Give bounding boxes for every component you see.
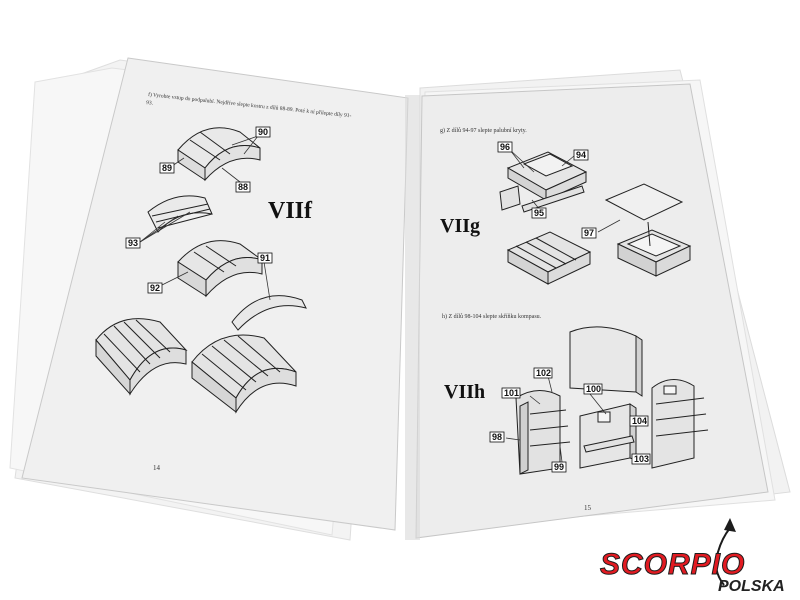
right-instruction-h: h) Z dílů 98-104 slepte skříňku kompasu.: [442, 313, 542, 320]
watermark-sub: POLSKA: [718, 578, 785, 595]
drawing-frame-88-89: [177, 127, 261, 182]
leader-lines-left: [139, 135, 271, 301]
label-88: 88: [238, 182, 248, 192]
drawing-hatch-right: [191, 334, 297, 414]
leader-lines-right: [505, 149, 635, 463]
label-96: 96: [500, 142, 510, 152]
label-94: 94: [576, 150, 586, 160]
right-instruction-g: g) Z dílů 94-97 slepte palubní kryty.: [440, 127, 527, 134]
drawing-hatch-left: [95, 318, 188, 396]
label-99: 99: [554, 462, 564, 472]
left-instruction-line2: 93.: [146, 100, 154, 107]
watermark-brand: SCORPIO: [599, 548, 746, 582]
left-part-labels: 90 89 88 93 91 92: [125, 126, 273, 294]
right-section-g-title: VIIg: [440, 215, 480, 237]
label-95: 95: [534, 208, 544, 218]
drawing-panel-97: [604, 183, 684, 221]
right-page-number: 15: [584, 504, 592, 512]
drawing-frame-91-92: [177, 240, 263, 298]
label-97: 97: [584, 228, 594, 238]
drawing-plank-95b: [499, 185, 521, 211]
label-102: 102: [536, 368, 551, 378]
label-90: 90: [258, 127, 268, 137]
left-page: [21, 57, 409, 531]
drawing-compass-front-104: [579, 403, 637, 469]
label-91: 91: [260, 253, 270, 263]
label-104: 104: [632, 416, 647, 426]
drawing-compass-right-side: [651, 379, 709, 469]
drawing-arch-91: [231, 295, 307, 331]
arrow-97: [647, 221, 651, 247]
label-98: 98: [492, 432, 502, 442]
label-101: 101: [504, 388, 519, 398]
drawing-plank-103: [583, 435, 635, 453]
drawing-plank-95: [521, 185, 585, 213]
left-section-title: VIIf: [268, 198, 313, 224]
label-92: 92: [150, 283, 160, 293]
right-section-h-title: VIIh: [444, 381, 485, 403]
label-93: 93: [128, 238, 138, 248]
label-103: 103: [634, 454, 649, 464]
right-page: [415, 83, 769, 539]
drawing-compass-side-101-102: [515, 390, 571, 475]
drawing-cover-94-96: [506, 151, 588, 201]
spine-shadow: [405, 95, 420, 540]
drawing-box-97: [616, 229, 692, 277]
scorpion-tail-icon: [715, 518, 736, 586]
drawing-cover-slatted: [506, 231, 592, 285]
label-89: 89: [162, 163, 172, 173]
label-100: 100: [586, 384, 601, 394]
left-page-number: 14: [153, 464, 161, 472]
right-part-labels: 96 94 95 97 102 101 100 98 99 104 103: [489, 141, 651, 473]
drawing-compass-back-100: [569, 326, 643, 397]
